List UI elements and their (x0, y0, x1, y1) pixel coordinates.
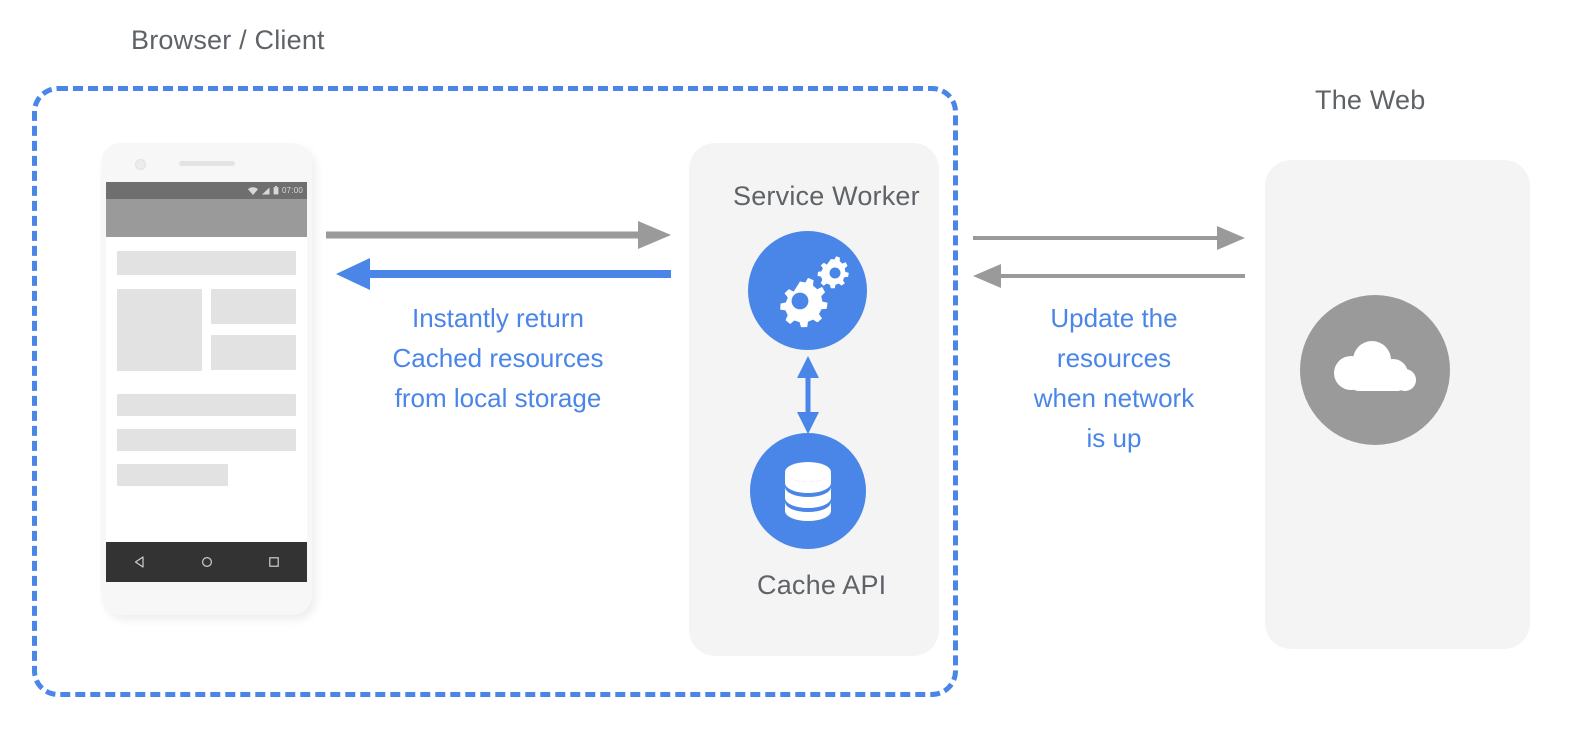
skeleton-card (211, 289, 296, 324)
skeleton-line (117, 464, 228, 486)
arrow-web-to-service-worker (973, 264, 1245, 288)
arrow-service-worker-to-web (973, 226, 1245, 250)
database-icon (785, 462, 831, 521)
phone-camera-icon (135, 159, 146, 170)
skeleton-banner (117, 251, 296, 275)
phone-screen: 07:00 (106, 182, 307, 582)
phone-navigation-bar (106, 542, 307, 582)
cache-api-title: Cache API (757, 570, 887, 600)
phone-content-skeleton (106, 237, 307, 486)
cache-api-icon-badge (750, 433, 866, 549)
caption-network-update: Update the resources when network is up (1033, 303, 1195, 453)
skeleton-line (117, 429, 296, 451)
arrow-service-worker-to-client (336, 258, 671, 290)
home-circle-icon[interactable] (201, 556, 213, 568)
service-worker-icon-badge (748, 231, 867, 350)
recents-square-icon[interactable] (268, 556, 280, 568)
skeleton-image-block (117, 289, 202, 371)
back-triangle-icon[interactable] (134, 556, 146, 568)
skeleton-card (211, 335, 296, 370)
gears-icon (779, 255, 849, 327)
arrow-client-to-service-worker (326, 221, 671, 249)
arrow-service-worker-cache-bidirectional (797, 356, 819, 434)
browser-client-title: Browser / Client (131, 25, 325, 55)
status-bar-time: 07:00 (281, 185, 303, 195)
skeleton-row (117, 289, 296, 371)
wifi-icon (247, 186, 258, 195)
browser-client-boundary (32, 86, 958, 697)
skeleton-column (211, 289, 296, 371)
signal-icon (261, 187, 270, 194)
skeleton-spacer (117, 371, 296, 381)
service-worker-title: Service Worker (733, 181, 920, 211)
skeleton-line (117, 394, 296, 416)
phone-mockup: 07:00 (101, 143, 312, 615)
phone-status-bar: 07:00 (106, 182, 307, 199)
service-worker-panel (689, 143, 939, 656)
phone-app-bar (106, 199, 307, 237)
the-web-icon-badge (1300, 295, 1450, 445)
battery-icon (273, 186, 279, 195)
cloud-icon (1334, 341, 1416, 391)
phone-speaker-grill (178, 161, 235, 166)
caption-cached-response: Instantly return Cached resources from l… (392, 303, 604, 413)
the-web-title: The Web (1315, 85, 1426, 115)
